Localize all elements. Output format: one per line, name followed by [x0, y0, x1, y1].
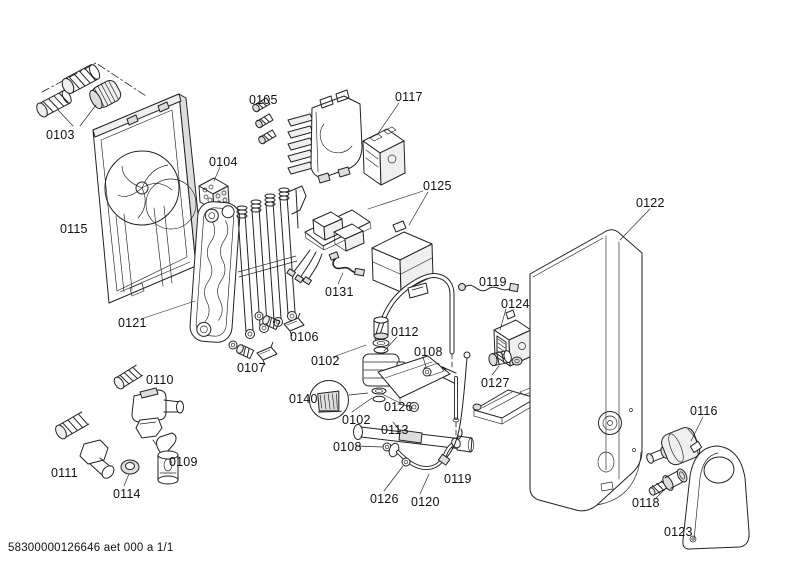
part-art-0113-outlet-tube: [353, 367, 475, 453]
part-art-0103-fittings: [36, 62, 147, 118]
cable-tray: [472, 387, 537, 425]
part-art-0111-elbow: [55, 411, 115, 479]
part-label-0123: 0123: [664, 525, 693, 539]
part-art-0124-pressure-switch: [493, 309, 533, 367]
part-label-0117: 0117: [395, 90, 423, 104]
part-art-0107-fitting: [228, 340, 278, 366]
part-label-0120: 0120: [411, 495, 440, 509]
part-art-0131-cable: [328, 251, 365, 277]
part-art-0140-filter-detail: [309, 380, 349, 420]
part-label-0108: 0108: [333, 440, 362, 454]
part-art-0121-heating-block: [189, 185, 307, 343]
part-label-0119: 0119: [479, 275, 507, 289]
part-label-0131: 0131: [325, 285, 354, 299]
part-label-0114: 0114: [113, 487, 141, 501]
doc-number: 58300000126646 aet 000 a 1/1: [8, 542, 174, 554]
part-art-0117-relay: [362, 126, 406, 186]
part-label-0108: 0108: [414, 345, 443, 359]
part-label-0110: 0110: [146, 373, 174, 387]
switch-assembly: [287, 89, 363, 184]
part-art-0119-lower-cable: [437, 351, 471, 466]
part-art-0106-fitting: [254, 311, 305, 337]
part-label-0103: 0103: [46, 128, 75, 142]
part-label-0112: 0112: [391, 325, 419, 339]
part-art-0109-valve-insert: [156, 432, 179, 485]
part-label-0107: 0107: [237, 361, 266, 375]
part-art-0119-upper-cable: [458, 282, 519, 293]
part-art-0120-lower-pipe: [382, 428, 463, 471]
part-art-0114-nut: [120, 459, 140, 475]
part-art-0127-plug: [488, 350, 512, 367]
part-art-0123-cover-plate: [682, 445, 750, 550]
part-label-0111: 0111: [51, 466, 78, 480]
part-label-0126: 0126: [384, 400, 413, 414]
wire-harness: [286, 249, 323, 286]
part-label-0102: 0102: [342, 413, 371, 427]
mounting-plate: [377, 355, 451, 404]
part-label-0102: 0102: [311, 354, 340, 368]
part-label-0125: 0125: [423, 179, 452, 193]
part-label-0127: 0127: [481, 376, 510, 390]
part-art-0116-knob: [646, 427, 703, 466]
leader-lines: [57, 102, 704, 500]
part-label-0126: 0126: [370, 492, 399, 506]
part-label-0121: 0121: [118, 316, 147, 330]
part-label-0115: 0115: [60, 222, 88, 236]
part-label-0116: 0116: [690, 404, 718, 418]
part-label-0118: 0118: [632, 496, 660, 510]
part-art-0118-screw: [648, 468, 688, 496]
part-label-0105: 0105: [249, 93, 278, 107]
part-art-0105-screws: [252, 97, 277, 145]
part-label-0122: 0122: [636, 196, 665, 210]
part-art-0115-back-panel: [92, 93, 204, 304]
part-label-0106: 0106: [290, 330, 319, 344]
part-art-0125-modules: [304, 209, 434, 293]
part-label-0124: 0124: [501, 297, 530, 311]
part-art-0122-housing-cover: [529, 229, 643, 512]
part-label-0104: 0104: [209, 155, 238, 169]
part-label-0113: 0113: [381, 423, 409, 437]
part-art-0110-angle-valve: [113, 364, 184, 453]
part-label-0119: 0119: [444, 472, 472, 486]
part-label-0140: 0140: [289, 392, 318, 406]
part-label-0109: 0109: [169, 455, 198, 469]
